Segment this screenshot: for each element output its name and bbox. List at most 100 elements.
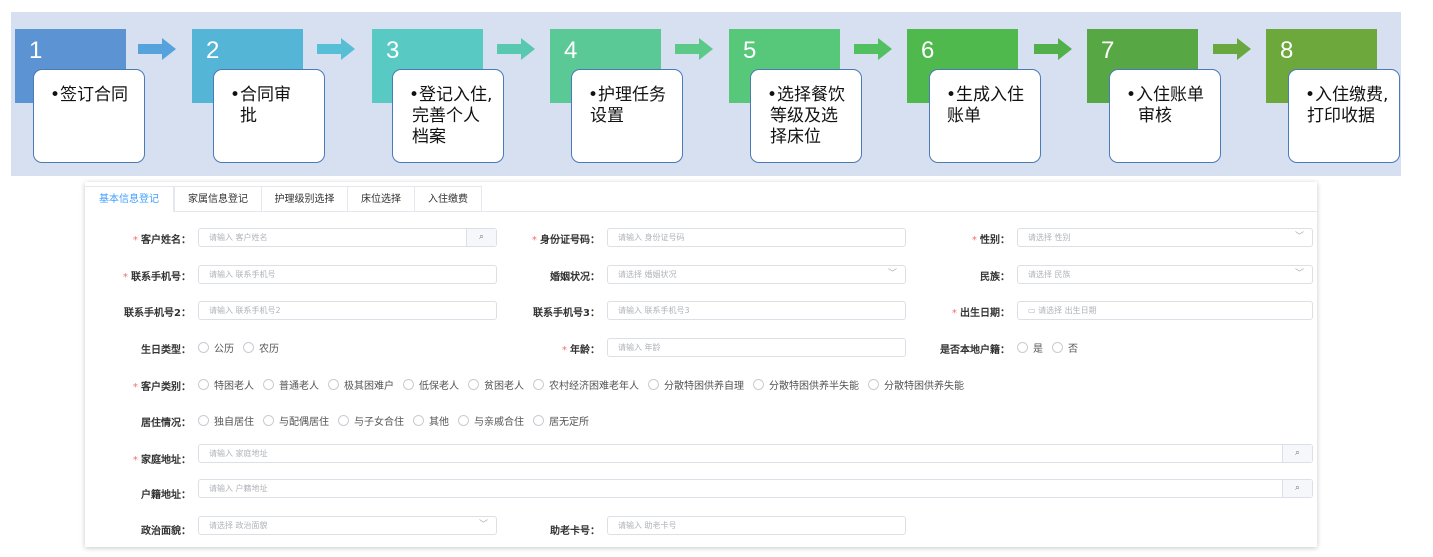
birthday-type-label: 生日类型： bbox=[141, 345, 191, 356]
step-1-line1: •签订合同 bbox=[50, 85, 129, 105]
radio-category-option[interactable]: 分散特困供养自理 bbox=[648, 377, 744, 392]
step-3-line1: •登记入住, bbox=[409, 85, 493, 105]
birthday-type-radio-group: 公历 农历 bbox=[198, 340, 288, 355]
search-icon[interactable]: ⌕ bbox=[1282, 480, 1312, 497]
radio-living-option[interactable]: 其他 bbox=[413, 413, 449, 428]
living-label: 居住情况： bbox=[141, 418, 191, 429]
step-2-line2: 批 bbox=[240, 106, 257, 126]
tab-bed-select[interactable]: 床位选择 bbox=[347, 186, 415, 212]
phone3-input[interactable]: 请输入 联系手机号3 bbox=[607, 301, 906, 320]
chevron-down-icon: ﹀ bbox=[1294, 269, 1304, 279]
elder-card-label: 助老卡号： bbox=[550, 526, 600, 537]
search-icon[interactable]: ⌕ bbox=[466, 229, 496, 246]
process-flow-banner: 1 •签订合同 2 •合同审 批 3 •登记入住, 完善个人 档案 4 •护理任… bbox=[11, 12, 1401, 176]
tab-basic-info[interactable]: 基本信息登记 bbox=[85, 186, 174, 212]
step-3-line2: 完善个人 bbox=[412, 106, 480, 126]
radio-living-option[interactable]: 居无定所 bbox=[533, 413, 589, 428]
gender-label: * 性别： bbox=[971, 235, 1010, 246]
radio-category-option[interactable]: 低保老人 bbox=[403, 377, 459, 392]
customer-name-label: * 客户姓名： bbox=[132, 235, 191, 246]
step-8-line2: 打印收据 bbox=[1307, 106, 1375, 126]
phone-input[interactable]: 请输入 联系手机号 bbox=[198, 265, 497, 284]
step-3-line3: 档案 bbox=[412, 127, 446, 147]
living-radio-group: 独自居住 与配偶居住 与子女合住 其他 与亲戚合住 居无定所 bbox=[198, 413, 598, 428]
step-5-line1: •选择餐饮 bbox=[767, 85, 846, 105]
marital-label: 婚姻状况： bbox=[550, 272, 600, 283]
customer-category-radio-group: 特困老人 普通老人 极其困难户 低保老人 贫困老人 农村经济困难老年人 分散特困… bbox=[198, 377, 973, 392]
step-7-line1: •入住账单 bbox=[1126, 85, 1205, 105]
radio-category-option[interactable]: 普通老人 bbox=[263, 377, 319, 392]
arrow-right-icon bbox=[317, 38, 355, 60]
phone2-input[interactable]: 请输入 联系手机号2 bbox=[198, 301, 497, 320]
arrow-right-icon bbox=[1213, 38, 1251, 60]
step-3-card: •登记入住, 完善个人 档案 bbox=[392, 69, 504, 163]
radio-living-option[interactable]: 与亲戚合住 bbox=[458, 413, 524, 428]
radio-living-option[interactable]: 独自居住 bbox=[198, 413, 254, 428]
chevron-down-icon: ﹀ bbox=[1294, 232, 1304, 242]
arrow-right-icon bbox=[675, 38, 713, 60]
phone-label: * 联系手机号： bbox=[122, 272, 191, 283]
political-select[interactable]: 请选择 政治面貌﹀ bbox=[198, 516, 497, 535]
arrow-right-icon bbox=[138, 38, 176, 60]
step-2-line1: •合同审 bbox=[230, 85, 292, 105]
id-number-input[interactable]: 请输入 身份证号码 bbox=[607, 228, 906, 247]
radio-living-option[interactable]: 与配偶居住 bbox=[263, 413, 329, 428]
id-number-label: * 身份证号码： bbox=[531, 235, 600, 246]
home-address-input[interactable]: 请输入 家庭地址 ⌕ bbox=[198, 444, 1313, 463]
radio-category-option[interactable]: 贫困老人 bbox=[468, 377, 524, 392]
radio-lunar[interactable]: 农历 bbox=[243, 340, 279, 355]
form-tabs: 基本信息登记 家属信息登记 护理级别选择 床位选择 入住缴费 bbox=[85, 182, 485, 212]
step-4-line2: 设置 bbox=[590, 106, 624, 126]
calendar-icon: ▭ bbox=[1028, 306, 1039, 315]
arrow-right-icon bbox=[497, 38, 535, 60]
tab-checkin-payment[interactable]: 入住缴费 bbox=[414, 186, 482, 212]
home-address-label: * 家庭地址： bbox=[132, 455, 191, 466]
radio-category-option[interactable]: 农村经济困难老年人 bbox=[533, 377, 639, 392]
ethnicity-select[interactable]: 请选择 民族﹀ bbox=[1017, 265, 1313, 284]
step-8-card: •入住缴费, 打印收据 bbox=[1288, 69, 1400, 163]
step-4-line1: •护理任务 bbox=[588, 85, 667, 105]
gender-select[interactable]: 请选择 性别﹀ bbox=[1017, 228, 1313, 247]
arrow-right-icon bbox=[854, 38, 892, 60]
local-hukou-radio-group: 是 否 bbox=[1017, 340, 1087, 355]
chevron-down-icon: ﹀ bbox=[478, 520, 488, 530]
step-6-line2: 账单 bbox=[947, 106, 981, 126]
marital-select[interactable]: 请选择 婚姻状况﹀ bbox=[607, 265, 906, 284]
step-7-line2: 审核 bbox=[1138, 106, 1172, 126]
radio-living-option[interactable]: 与子女合住 bbox=[338, 413, 404, 428]
ethnicity-label: 民族： bbox=[980, 272, 1010, 283]
step-5-card: •选择餐饮 等级及选 择床位 bbox=[750, 69, 862, 163]
birth-date-label: * 出生日期： bbox=[951, 308, 1010, 319]
step-1-card: •签订合同 bbox=[33, 69, 145, 163]
birth-date-picker[interactable]: ▭ 请选择 出生日期 bbox=[1017, 301, 1313, 320]
search-icon[interactable]: ⌕ bbox=[1282, 445, 1312, 462]
age-input[interactable]: 请输入 年龄 bbox=[607, 338, 906, 357]
radio-category-option[interactable]: 分散特困供养半失能 bbox=[753, 377, 859, 392]
step-5-line3: 择床位 bbox=[770, 127, 821, 147]
radio-no[interactable]: 否 bbox=[1052, 340, 1078, 355]
step-2-card: •合同审 批 bbox=[213, 69, 325, 163]
phone2-label: 联系手机号2： bbox=[124, 308, 191, 319]
hukou-address-input[interactable]: 请输入 户籍地址 ⌕ bbox=[198, 479, 1313, 498]
customer-category-label: * 客户类别： bbox=[132, 382, 191, 393]
radio-yes[interactable]: 是 bbox=[1017, 340, 1043, 355]
step-6-card: •生成入住 账单 bbox=[929, 69, 1041, 163]
radio-category-option[interactable]: 极其困难户 bbox=[328, 377, 394, 392]
radio-solar[interactable]: 公历 bbox=[198, 340, 234, 355]
step-8-line1: •入住缴费, bbox=[1305, 85, 1389, 105]
tab-care-level[interactable]: 护理级别选择 bbox=[261, 186, 348, 212]
phone3-label: 联系手机号3： bbox=[533, 308, 600, 319]
step-7-card: •入住账单 审核 bbox=[1109, 69, 1221, 163]
step-5-line2: 等级及选 bbox=[770, 106, 838, 126]
customer-name-input[interactable]: 请输入 客户姓名 ⌕ bbox=[198, 228, 497, 247]
step-6-line1: •生成入住 bbox=[946, 85, 1025, 105]
age-label: * 年龄： bbox=[561, 345, 600, 356]
radio-category-option[interactable]: 特困老人 bbox=[198, 377, 254, 392]
chevron-down-icon: ﹀ bbox=[887, 269, 897, 279]
radio-category-option[interactable]: 分散特困供养失能 bbox=[868, 377, 964, 392]
tab-divider bbox=[85, 211, 1317, 212]
tab-family-info[interactable]: 家属信息登记 bbox=[174, 186, 262, 212]
hukou-address-label: 户籍地址： bbox=[141, 490, 191, 501]
political-label: 政治面貌： bbox=[141, 526, 191, 537]
elder-card-input[interactable]: 请输入 助老卡号 bbox=[607, 516, 906, 535]
